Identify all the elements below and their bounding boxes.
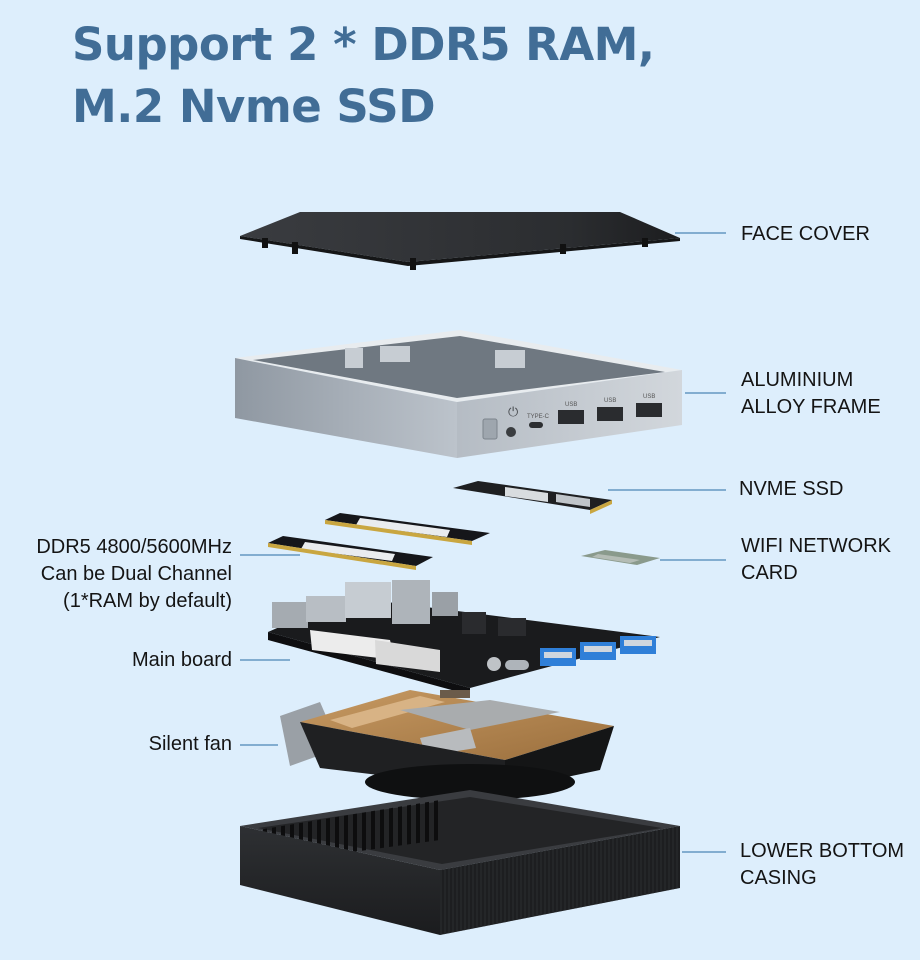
svg-text:⏻: ⏻ [508, 405, 518, 420]
label-lower-bottom-casing: LOWER BOTTOM CASING [740, 838, 904, 892]
leader-lines [240, 232, 726, 853]
label-bottom-line-2: CASING [740, 867, 817, 889]
port-label-usb-2: USB [604, 398, 616, 404]
label-ddr5-line-3: (1*RAM by default) [63, 590, 232, 612]
ram-module-2 [268, 536, 433, 570]
label-ddr5-line-1: DDR5 4800/5600MHz [36, 536, 232, 558]
label-frame-line-2: ALLOY FRAME [741, 396, 881, 418]
port-label-type-c: TYPE-C [527, 414, 550, 420]
label-silent-fan: Silent fan [0, 731, 232, 758]
title-line-2: M.2 Nvme SSD [72, 80, 436, 133]
label-wifi-line-1: WIFI NETWORK [741, 535, 891, 557]
label-main-board: Main board [0, 647, 232, 674]
ram-module-1 [325, 513, 490, 545]
label-nvme-text: NVME SSD [739, 478, 844, 500]
lower-bottom-casing-component [240, 790, 680, 935]
page-title: Support 2 * DDR5 RAM, M.2 Nvme SSD [72, 14, 655, 138]
label-wifi-line-2: CARD [741, 562, 798, 584]
nvme-ssd-component [453, 481, 612, 514]
label-face-cover-text: FACE COVER [741, 223, 870, 245]
aluminium-frame-component: ⏻ TYPE-C USB USB USB [235, 330, 682, 458]
label-silent-fan-text: Silent fan [148, 733, 232, 755]
port-label-usb-1: USB [565, 402, 577, 408]
face-cover-component [240, 212, 680, 270]
label-face-cover: FACE COVER [741, 221, 870, 248]
title-line-1: Support 2 * DDR5 RAM, [72, 18, 655, 71]
silent-fan-component [280, 690, 614, 800]
label-nvme-ssd: NVME SSD [739, 476, 843, 503]
main-board-component [268, 580, 660, 695]
label-ddr5-ram: DDR5 4800/5600MHz Can be Dual Channel (1… [0, 534, 232, 615]
label-bottom-line-1: LOWER BOTTOM [740, 840, 905, 862]
label-ddr5-line-2: Can be Dual Channel [40, 563, 232, 585]
label-wifi-card: WIFI NETWORK CARD [741, 533, 891, 587]
wifi-card-component [581, 550, 660, 565]
label-aluminium-frame: ALUMINIUM ALLOY FRAME [741, 367, 881, 421]
port-label-usb-3: USB [643, 394, 655, 400]
label-main-board-text: Main board [131, 649, 232, 671]
label-frame-line-1: ALUMINIUM [741, 369, 854, 391]
